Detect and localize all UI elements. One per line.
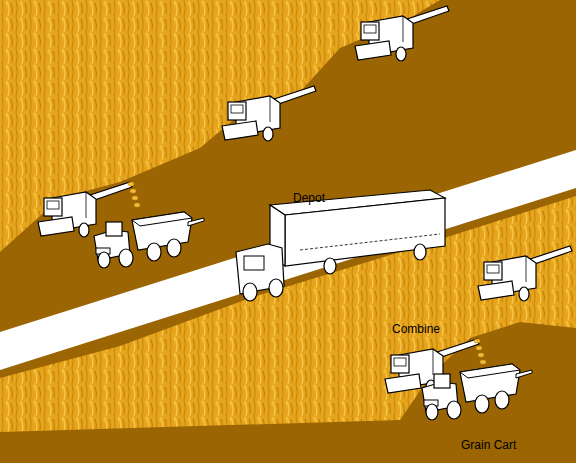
depot-truck [236, 190, 445, 301]
vehicle-label: Combine [392, 322, 440, 336]
grain-cart [94, 212, 204, 268]
vehicle-label: Grain Cart [461, 438, 516, 452]
grain-stream [128, 182, 140, 207]
combine [355, 6, 449, 61]
vehicle-label: Depot [293, 191, 325, 205]
grain-stream [474, 339, 486, 364]
grain-cart [422, 364, 532, 420]
combine [222, 86, 316, 141]
combine [478, 246, 572, 301]
